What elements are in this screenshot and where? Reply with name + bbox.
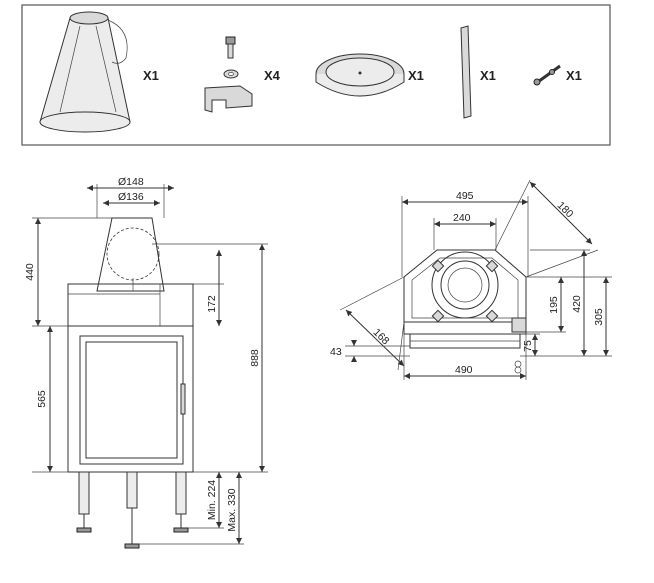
threaded-rod-part: X1 xyxy=(533,64,582,86)
dim-h172: 172 xyxy=(206,295,218,313)
top-view: 495 240 180 168 43 490 195 xyxy=(330,179,612,380)
parts-box: X1 X4 X1 X1 X1 xyxy=(21,4,611,146)
flat-bar-qty: X1 xyxy=(480,68,496,83)
dim-d180: 180 xyxy=(555,199,576,220)
dim-h75: 75 xyxy=(522,340,534,352)
dim-h565: 565 xyxy=(36,390,48,408)
dim-h420: 420 xyxy=(571,295,583,313)
dim-h305: 305 xyxy=(593,308,605,326)
collar-ring-part: X1 xyxy=(315,53,424,97)
flue-cone-qty: X1 xyxy=(143,68,159,83)
bolt-bracket-part: X4 xyxy=(204,36,281,113)
flat-bar-part: X1 xyxy=(460,25,496,119)
front-view: Ø148 Ø136 440 565 172 888 Min. 224 Max. … xyxy=(24,176,268,549)
threaded-rod-qty: X1 xyxy=(566,68,582,83)
collar-ring-qty: X1 xyxy=(408,68,424,83)
dim-max330: Max. 330 xyxy=(226,488,238,531)
dim-h440: 440 xyxy=(24,263,36,281)
dim-min224: Min. 224 xyxy=(206,480,218,520)
dim-w490: 490 xyxy=(455,364,473,376)
bolt-bracket-qty: X4 xyxy=(264,68,281,83)
dim-h888: 888 xyxy=(249,349,261,367)
dim-d168: 168 xyxy=(371,326,392,347)
dim-w240: 240 xyxy=(453,212,471,224)
dim-w495: 495 xyxy=(456,190,474,202)
dim-d136: Ø136 xyxy=(118,191,144,203)
dim-h195: 195 xyxy=(548,296,560,314)
dim-d148: Ø148 xyxy=(118,176,144,188)
dim-d43: 43 xyxy=(330,346,342,358)
flue-cone-part: X1 xyxy=(39,11,159,133)
